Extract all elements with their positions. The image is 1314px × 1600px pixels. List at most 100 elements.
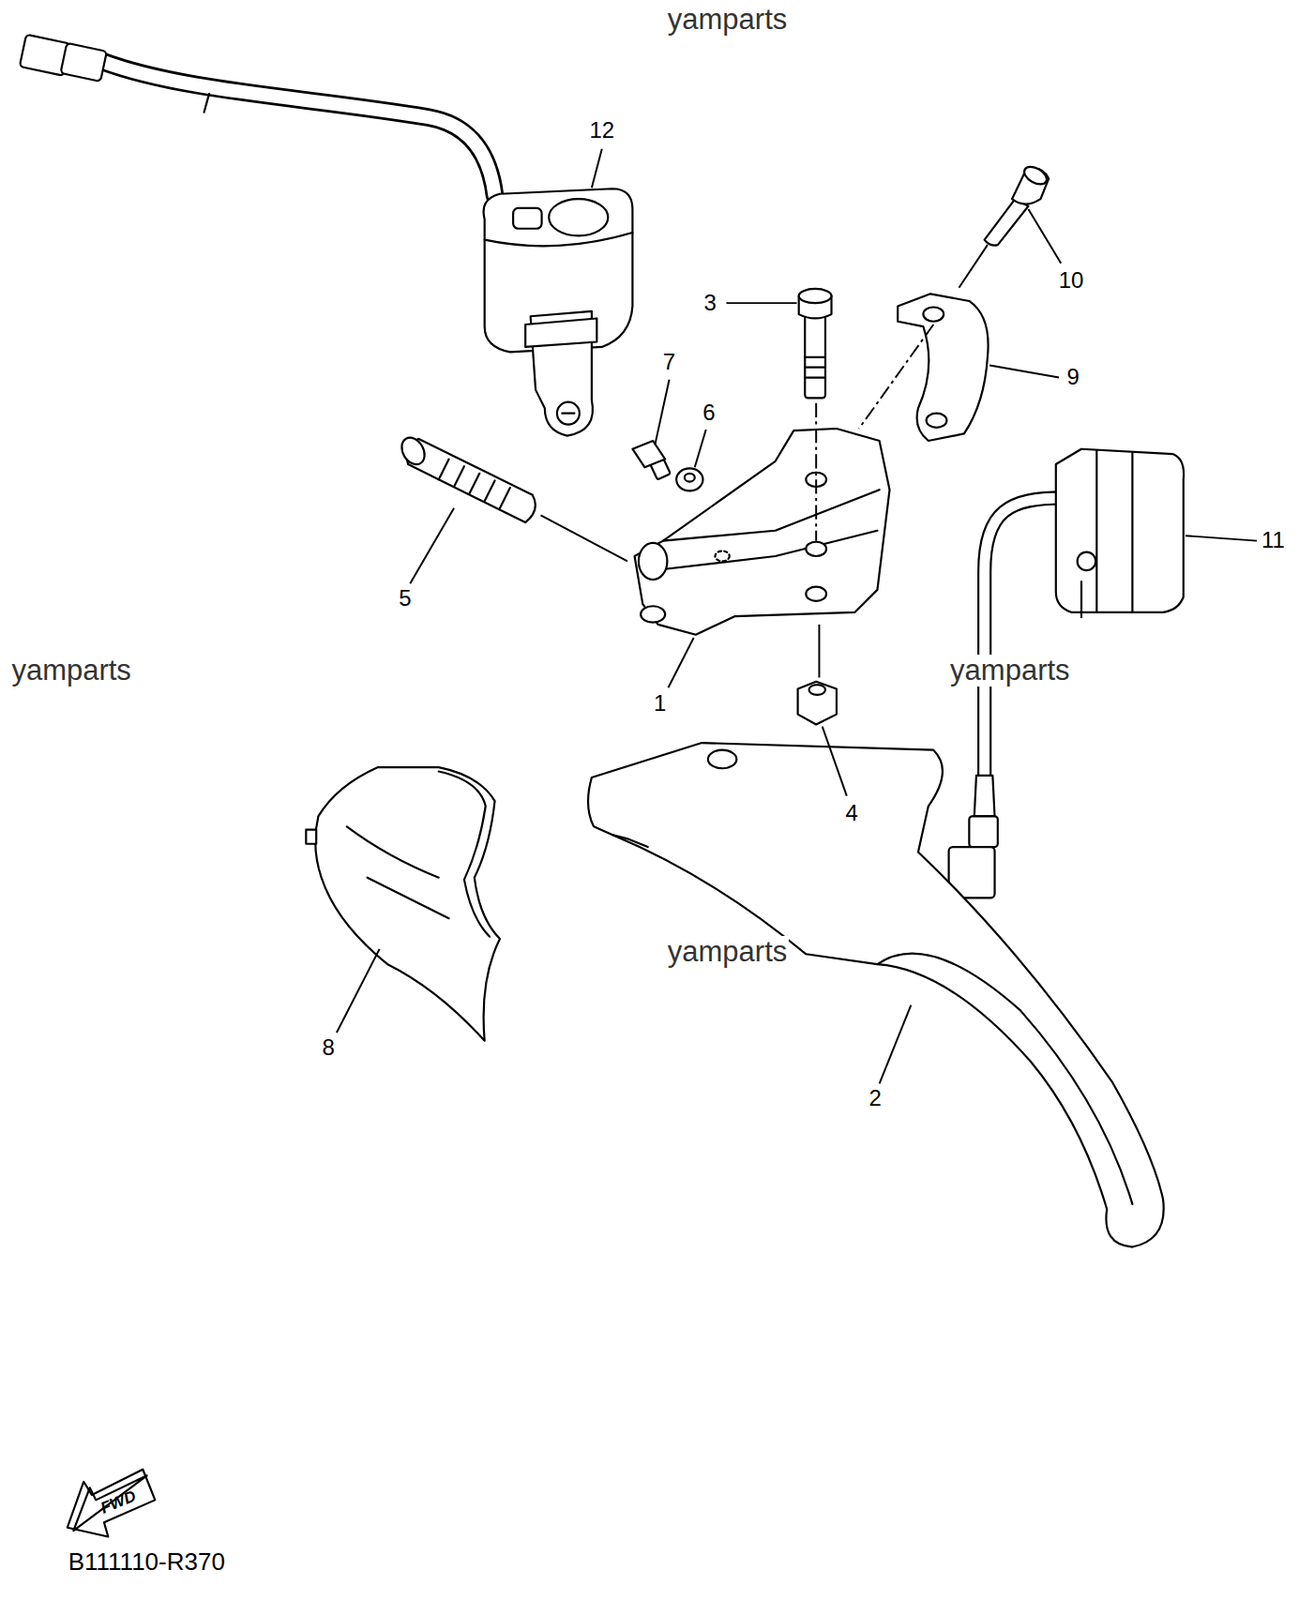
drawing-stroke	[557, 402, 580, 425]
drawing-stroke	[879, 1005, 912, 1085]
drawing-stroke	[654, 379, 669, 446]
drawing-stroke	[640, 605, 665, 622]
drawing-stroke	[315, 767, 500, 1042]
callout-number: 3	[701, 290, 718, 316]
drawing-stroke	[66, 1591, 1266, 1593]
switch	[949, 449, 1184, 899]
drawing-stroke	[634, 428, 891, 635]
washer	[676, 468, 703, 491]
diagram-code: B111110-R370	[66, 1548, 227, 1576]
drawing-stroke	[396, 433, 429, 469]
drawing-stroke	[632, 440, 665, 468]
drawing-stroke	[591, 149, 603, 188]
drawing-stroke	[468, 473, 480, 495]
small-bolt	[632, 440, 670, 480]
callout-number: 8	[320, 1035, 337, 1060]
callout-number: 2	[867, 1086, 884, 1111]
watermark: yamparts	[665, 3, 789, 36]
drawing-stroke	[305, 830, 317, 845]
callout-number: 6	[700, 400, 717, 425]
drawing-stroke	[453, 466, 465, 487]
callout-number: 7	[661, 349, 678, 375]
drawing-stroke	[1080, 581, 1083, 618]
drawing-stroke	[968, 815, 997, 847]
drawing-stroke	[513, 208, 542, 229]
callout-number: 11	[1259, 528, 1287, 553]
screw	[984, 163, 1050, 246]
drawing-stroke	[19, 34, 1184, 1538]
drawing-stroke	[525, 317, 597, 347]
callout-number: 4	[844, 800, 861, 826]
drawing-stroke	[799, 288, 832, 303]
drawing-stroke	[484, 232, 634, 246]
drawing-stroke	[958, 244, 987, 288]
drawing-stroke	[548, 198, 608, 236]
drawing-stroke	[204, 93, 210, 113]
drawing-stroke	[725, 302, 797, 304]
drawing-stroke	[499, 487, 511, 509]
drawing-stroke	[67, 1469, 156, 1538]
drawing-stroke	[922, 306, 944, 321]
direction-label: FWD	[96, 1487, 141, 1519]
drawing-stroke	[804, 366, 826, 369]
drawing-stroke	[347, 826, 439, 877]
drawing-stroke	[407, 438, 536, 523]
drawing-stroke	[804, 311, 826, 398]
drawing-stroke	[1077, 552, 1097, 572]
drawing-stroke	[1027, 209, 1061, 264]
callout-number: 1	[651, 691, 668, 716]
drawing-stroke	[1021, 163, 1050, 188]
drawing-stroke	[859, 324, 934, 429]
drawing-stroke	[102, 60, 496, 197]
drawing-stroke	[809, 684, 826, 695]
drawing-stroke	[817, 624, 820, 679]
lever	[588, 742, 1164, 1247]
drawing-stroke	[1131, 452, 1133, 613]
drawing-stroke	[102, 60, 496, 197]
watermark: yamparts	[9, 654, 133, 687]
drawing-stroke	[367, 877, 450, 920]
drawing-stroke	[483, 188, 634, 352]
forward-arrow	[67, 1469, 156, 1538]
clamp	[897, 293, 988, 441]
pivot-pin	[396, 433, 535, 523]
drawing-stroke	[667, 637, 694, 688]
drawing-stroke	[989, 365, 1059, 378]
drawing-stroke	[897, 293, 988, 441]
drawing-stroke	[1056, 449, 1184, 613]
watermark: yamparts	[665, 936, 789, 968]
bolt	[799, 288, 832, 398]
drawing-stroke	[805, 587, 827, 602]
drawing-stroke	[409, 508, 454, 585]
drawing-stroke	[804, 356, 826, 359]
drawing-stroke	[588, 742, 1164, 1247]
drawing-stroke	[60, 43, 107, 82]
drawing-stroke	[926, 413, 948, 428]
drawing-stroke	[984, 198, 1029, 245]
drawing-stroke	[984, 498, 1064, 776]
drawing-stroke	[708, 750, 737, 770]
drawing-stroke	[561, 412, 574, 415]
callout-number: 10	[1057, 268, 1087, 293]
drawing-stroke	[484, 480, 496, 501]
drawing-stroke	[540, 514, 627, 561]
lever-boot	[305, 767, 500, 1042]
drawing-stroke	[684, 473, 695, 483]
drawing-stroke	[822, 726, 847, 797]
drawing-stroke	[798, 681, 837, 725]
drawing-stroke	[638, 543, 667, 580]
drawing-stroke	[974, 775, 996, 817]
drawing-stroke	[815, 403, 817, 542]
watermark: yamparts	[948, 654, 1072, 687]
drawing-stroke	[1095, 451, 1098, 613]
drawing-stroke	[804, 376, 826, 378]
drawing-stroke	[694, 429, 707, 468]
drawing-stroke	[663, 489, 880, 541]
callout-number: 9	[1065, 364, 1082, 390]
nut	[798, 681, 837, 725]
leader-lines	[66, 149, 1266, 1592]
drawing-stroke	[438, 459, 450, 481]
callout-number: 12	[587, 118, 617, 143]
